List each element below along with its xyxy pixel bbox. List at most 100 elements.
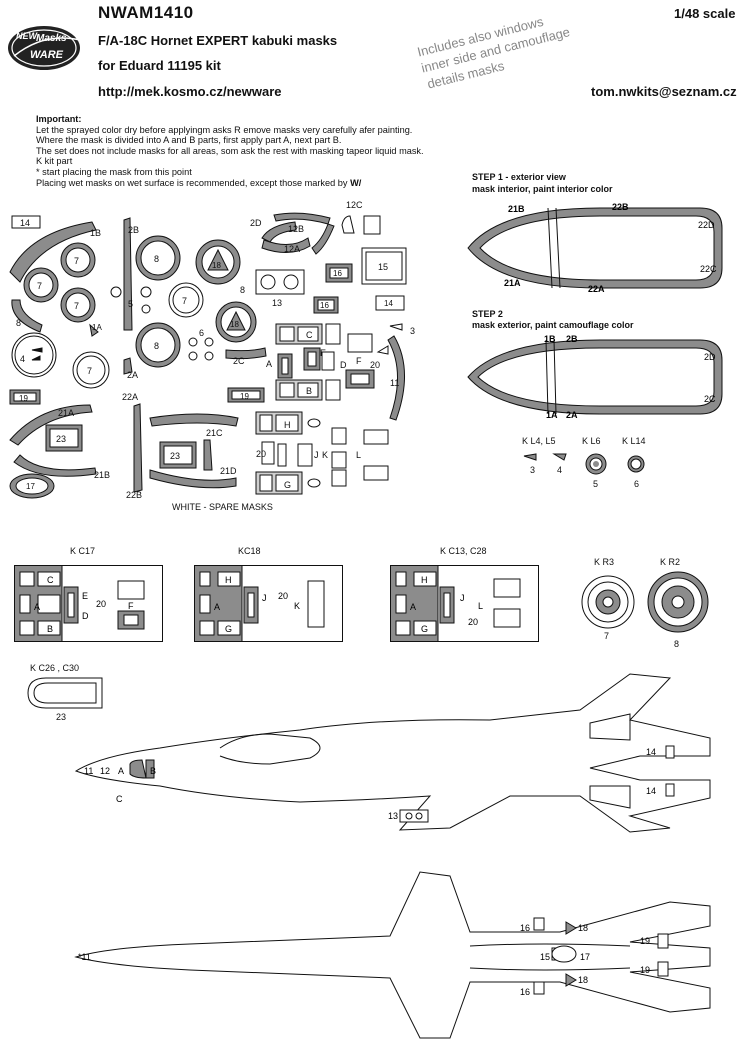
svg-text:J: J <box>314 450 319 460</box>
svg-text:4: 4 <box>20 354 25 364</box>
svg-text:K: K <box>322 450 328 460</box>
svg-text:15: 15 <box>540 952 550 962</box>
svg-text:19: 19 <box>240 392 249 401</box>
svg-text:L: L <box>356 450 361 460</box>
svg-text:20: 20 <box>468 617 478 627</box>
svg-text:7: 7 <box>182 296 187 306</box>
svg-text:22B: 22B <box>126 490 142 500</box>
svg-text:3: 3 <box>410 326 415 336</box>
kc26-label: K C26 , C30 <box>30 663 80 673</box>
svg-text:20: 20 <box>278 591 288 601</box>
svg-text:H: H <box>225 575 232 585</box>
kl6-label: K L6 <box>582 436 601 446</box>
svg-text:15: 15 <box>378 262 388 272</box>
kl14-label: K L14 <box>622 436 646 446</box>
svg-text:22D: 22D <box>698 220 715 230</box>
svg-text:19: 19 <box>19 394 28 403</box>
svg-text:F: F <box>356 356 362 366</box>
kr2-label: K R2 <box>660 557 681 567</box>
svg-text:23: 23 <box>170 451 180 461</box>
svg-text:2C: 2C <box>704 394 716 404</box>
svg-text:H: H <box>284 420 291 430</box>
kr3-label: K R3 <box>594 557 615 567</box>
svg-text:5: 5 <box>128 299 133 309</box>
svg-text:18: 18 <box>578 923 588 933</box>
svg-text:A: A <box>34 602 40 612</box>
svg-text:2B: 2B <box>566 334 578 344</box>
email-address[interactable]: tom.nwkits@seznam.cz <box>591 84 737 99</box>
svg-text:14: 14 <box>20 218 30 228</box>
important-line: Placing wet masks on wet surface is reco… <box>36 177 362 188</box>
kr-num-8: 8 <box>674 639 680 649</box>
svg-text:17: 17 <box>26 482 35 491</box>
svg-text:B: B <box>150 766 156 776</box>
svg-text:8: 8 <box>154 254 159 264</box>
important-line: Where the mask is divided into A and B p… <box>36 135 342 146</box>
svg-text:8: 8 <box>154 341 159 351</box>
svg-text:21A: 21A <box>504 278 521 288</box>
svg-text:2D: 2D <box>250 218 262 228</box>
svg-text:23: 23 <box>56 434 66 444</box>
svg-text:21D: 21D <box>220 466 237 476</box>
svg-text:22C: 22C <box>700 264 717 274</box>
svg-text:A: A <box>214 602 220 612</box>
svg-text:B: B <box>47 624 53 634</box>
svg-text:J: J <box>460 593 465 603</box>
svg-text:G: G <box>225 624 232 634</box>
svg-text:12C: 12C <box>346 200 363 210</box>
svg-text:1A: 1A <box>92 323 102 332</box>
svg-text:22B: 22B <box>612 202 629 212</box>
svg-text:2D: 2D <box>704 352 716 362</box>
svg-text:*11: *11 <box>78 952 91 962</box>
svg-text:1B: 1B <box>544 334 556 344</box>
svg-text:20: 20 <box>256 449 266 459</box>
svg-text:2A: 2A <box>566 410 578 420</box>
svg-text:2C: 2C <box>233 356 245 366</box>
svg-text:G: G <box>284 480 291 490</box>
svg-text:8: 8 <box>16 318 21 328</box>
svg-text:C: C <box>306 330 313 340</box>
kc26-mask <box>26 676 106 715</box>
svg-text:18: 18 <box>230 320 239 329</box>
step1-title: STEP 1 - exterior view <box>472 172 566 182</box>
important-notes: Important: Let the sprayed color dry bef… <box>36 114 424 188</box>
important-heading: Important: <box>36 114 82 124</box>
svg-text:20: 20 <box>370 360 380 370</box>
kc26-num: 23 <box>56 712 67 722</box>
svg-text:12: 12 <box>100 766 110 776</box>
kl-num-6: 6 <box>634 479 640 489</box>
svg-text:E: E <box>82 591 88 601</box>
svg-text:14: 14 <box>646 786 656 796</box>
important-line: Let the sprayed color dry before applyin… <box>36 124 413 135</box>
kc18-label: KC18 <box>238 546 261 556</box>
svg-text:1A: 1A <box>546 410 558 420</box>
svg-text:1B: 1B <box>90 228 101 238</box>
svg-text:22A: 22A <box>122 392 138 402</box>
svg-text:H: H <box>421 575 428 585</box>
kr-num-7: 7 <box>604 631 610 641</box>
svg-text:17: 17 <box>580 952 590 962</box>
website-url[interactable]: http://mek.kosmo.cz/newware <box>98 84 282 99</box>
svg-text:J: J <box>262 593 267 603</box>
svg-text:20: 20 <box>96 599 106 609</box>
kr-wheels <box>580 570 730 639</box>
svg-text:A: A <box>410 602 416 612</box>
svg-text:19: 19 <box>640 965 650 975</box>
scale-label: 1/48 scale <box>674 6 736 21</box>
step2-subtitle: mask exterior, paint camouflage color <box>472 320 634 330</box>
svg-text:21B: 21B <box>508 204 525 214</box>
svg-text:D: D <box>340 360 347 370</box>
svg-text:12B: 12B <box>288 224 304 234</box>
kl-num-3: 3 <box>530 465 536 475</box>
kc17-label: K C17 <box>70 546 96 556</box>
svg-text:A: A <box>118 766 124 776</box>
spare-masks-caption: WHITE - SPARE MASKS <box>172 502 273 512</box>
kl-num-4: 4 <box>557 465 563 475</box>
svg-text:16: 16 <box>520 923 530 933</box>
logo-masks: Masks <box>36 33 67 44</box>
important-line: K kit part <box>36 156 73 167</box>
